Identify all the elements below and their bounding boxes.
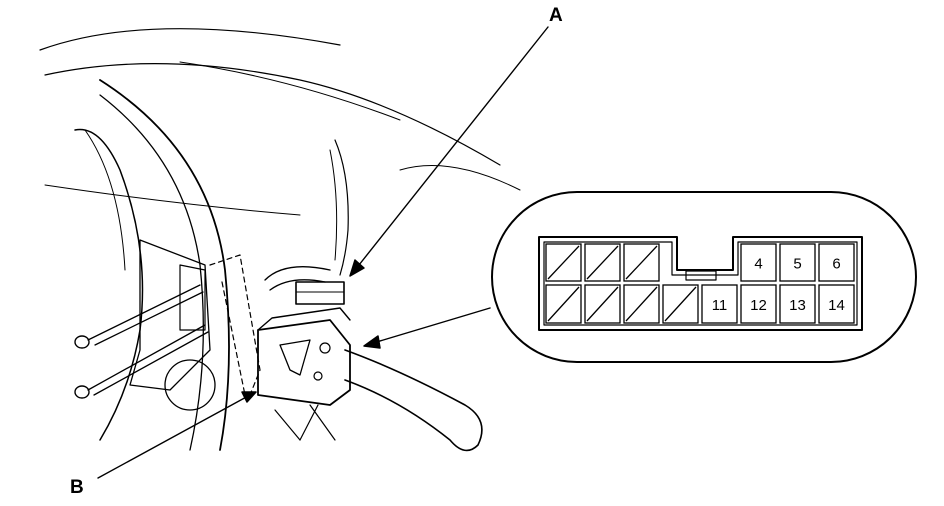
pin-number: 13: [789, 297, 806, 314]
pin-cell: [779, 243, 816, 282]
dashboard-pillar: [334, 139, 349, 276]
pin-cell: [818, 243, 855, 282]
callout-arrow-connector: [363, 307, 491, 349]
column-dashed-outline: [209, 254, 261, 396]
cavity-blank-slash: [547, 245, 580, 280]
cavity-blank-slash: [547, 286, 580, 322]
switch-lever: [344, 349, 483, 452]
callout-arrow-b: [97, 391, 257, 479]
dashboard-lower-edge: [44, 184, 301, 216]
cavity-blank: [545, 284, 582, 324]
column-dashed-outline-2: [221, 281, 246, 396]
screw-lower: [74, 324, 209, 399]
pin-cell: [740, 243, 777, 282]
steering-wheel-spoke: [74, 128, 144, 441]
pin-number: 11: [712, 297, 728, 314]
cavity-blank: [584, 284, 621, 324]
cavity-blank-slash: [586, 245, 619, 280]
cavity-blank: [662, 284, 699, 324]
combination-switch-b: [257, 307, 351, 441]
dashboard-upper-curve-2: [179, 61, 401, 121]
connector-face-inner: [543, 241, 858, 326]
steering-wheel-spoke-inner: [84, 129, 126, 271]
cavity-blank: [623, 284, 660, 324]
dashboard-upper-curve: [44, 63, 501, 166]
connector-detail-bubble: [491, 191, 917, 363]
column-cover: [129, 239, 211, 391]
dashboard-top-edge: [39, 28, 341, 51]
connector-face-outline: [538, 236, 863, 331]
cavity-blank: [623, 243, 660, 282]
pin-cell: [779, 284, 816, 324]
cavity-blank: [584, 243, 621, 282]
dashboard-right-curve: [399, 165, 521, 191]
callout-arrow-a: [349, 26, 549, 277]
pin-cell: [740, 284, 777, 324]
cavity-blank-slash: [625, 245, 658, 280]
screw-upper: [74, 284, 204, 349]
column-knob: [164, 359, 216, 411]
dashboard-pillar-2: [329, 149, 338, 261]
cavity-blank-slash: [586, 286, 619, 322]
pin-cell: [818, 284, 855, 324]
cavity-blank-slash: [664, 286, 697, 322]
steering-wheel-inner: [99, 94, 204, 451]
connector-a-plug: [264, 265, 345, 305]
callout-label-b: B: [70, 477, 84, 498]
pin-number: 5: [793, 256, 801, 273]
pin-number: 12: [750, 297, 767, 314]
pin-number: 4: [754, 256, 762, 273]
pin-cell: [701, 284, 738, 324]
cavity-blank-slash: [625, 286, 658, 322]
pin-number: 6: [832, 256, 840, 273]
connector-latch: [685, 270, 717, 281]
cavity-blank: [545, 243, 582, 282]
pin-number: 14: [828, 297, 845, 314]
steering-wheel-outer: [99, 79, 230, 451]
connector-cells: 11 12 13 14 4 5 6: [545, 243, 855, 324]
callout-label-a: A: [549, 5, 563, 26]
column-bracket: [179, 264, 206, 331]
